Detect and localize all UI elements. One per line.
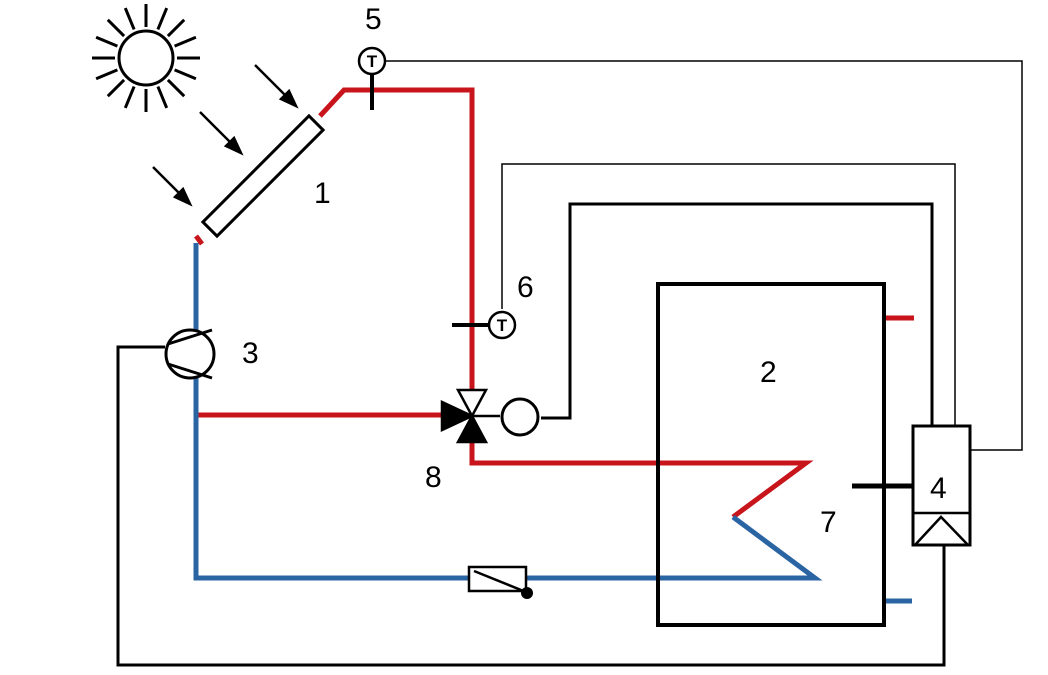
label-sensor-return: 6: [517, 271, 534, 304]
sun-ray: [174, 68, 197, 81]
sun-ray: [95, 68, 118, 81]
valve-actuator-icon: [500, 397, 540, 437]
wire-pump-controller: [116, 345, 946, 667]
wire-actuator-controller: [541, 202, 934, 426]
sun-radiation-arrows: [152, 64, 299, 207]
check-valve-icon: [467, 565, 533, 599]
storage-tank: [656, 282, 886, 627]
sensor-t-glyph: T: [497, 316, 508, 335]
pump-icon: [164, 328, 216, 380]
three-way-valve-icon: [440, 388, 500, 444]
label-tank: 2: [760, 356, 777, 389]
sun-icon: [92, 4, 200, 112]
hot-pipes: [194, 87, 914, 520]
label-valve: 8: [425, 461, 442, 494]
label-sensor-collector: 5: [365, 3, 382, 36]
sun-ray: [95, 35, 118, 48]
controller-icon: [911, 424, 972, 547]
temperature-sensor-return: T: [452, 310, 517, 340]
sun-ray: [156, 86, 169, 109]
cold-pipes: [193, 243, 912, 604]
hot-pipe-valve-to-coil: [469, 440, 814, 520]
sun-ray: [166, 78, 186, 98]
sun-ray: [106, 78, 126, 98]
sun-ray: [174, 35, 197, 48]
sensor-t-glyph: T: [367, 52, 378, 71]
wire-sensor6-controller: [501, 163, 956, 426]
sun-ray: [106, 18, 126, 38]
label-pump: 3: [242, 337, 259, 370]
sun-ray: [123, 86, 136, 109]
solar-collector: [200, 113, 326, 239]
hot-pipe-collector-outlet: [318, 87, 475, 390]
label-sensor-tank: 7: [820, 506, 837, 539]
hot-pipe-collector-inlet-stub: [194, 234, 204, 246]
sun-ray: [156, 7, 169, 30]
wire-sensor5-controller: [384, 60, 1023, 451]
temperature-sensor-collector: T: [357, 46, 387, 110]
sun-ray: [123, 7, 136, 30]
sun-ray: [166, 18, 186, 38]
label-collector: 1: [314, 177, 331, 210]
label-controller: 4: [930, 472, 947, 505]
